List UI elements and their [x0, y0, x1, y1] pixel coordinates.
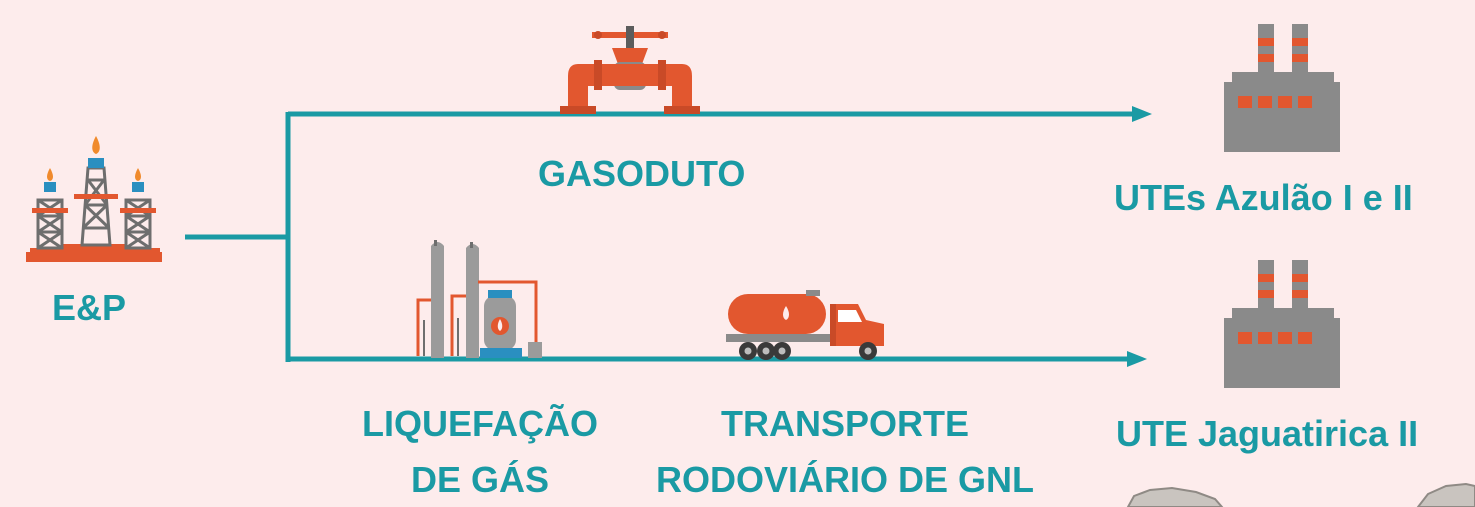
power-plant-icon	[1224, 260, 1340, 388]
oil-rig-icon	[26, 136, 162, 262]
liquefaction-label-line2: DE GÁS	[410, 459, 550, 500]
liquefaction-plant-icon	[416, 240, 542, 358]
plant-top-label: UTEs Azulão I e II	[1114, 177, 1413, 218]
map-outline-icon	[1126, 482, 1475, 507]
liquefaction-label: LIQUEFAÇÃO DE GÁS	[340, 402, 620, 502]
tanker-truck-icon	[726, 290, 884, 360]
power-plant-icon	[1224, 24, 1340, 152]
source-label: E&P	[52, 287, 127, 328]
flow-lines	[185, 111, 1135, 362]
plant-bottom-label: UTE Jaguatirica II	[1116, 413, 1419, 454]
pipeline-label: GASODUTO	[538, 153, 746, 194]
bottom-arrow-head	[1127, 351, 1147, 367]
top-arrow-head	[1132, 106, 1152, 122]
transport-label-line2: RODOVIÁRIO DE GNL	[655, 459, 1035, 500]
transport-label-line1: TRANSPORTE	[720, 403, 969, 444]
transport-label: TRANSPORTE RODOVIÁRIO DE GNL	[620, 402, 1070, 502]
liquefaction-label-line1: LIQUEFAÇÃO	[361, 403, 598, 444]
pipeline-valve-icon	[560, 26, 700, 114]
